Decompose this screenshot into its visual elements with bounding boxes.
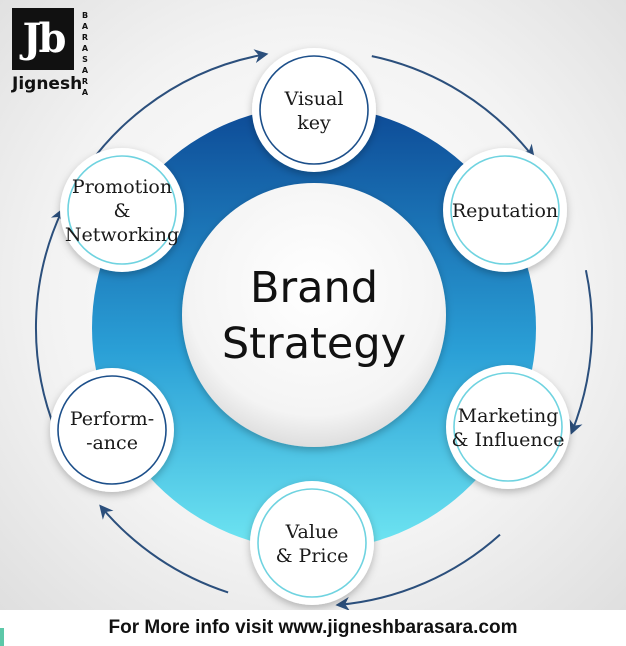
node-inner-ring (67, 155, 177, 265)
logo-side-letter: S (82, 55, 88, 64)
cycle-arrow (569, 269, 593, 435)
cycle-arrow (335, 533, 501, 611)
node-value-price: Value& Price (250, 481, 374, 605)
node-circle (252, 48, 376, 172)
node-circle (446, 365, 570, 489)
logo-side-letter: B (81, 11, 89, 20)
node-label-line: & Price (276, 545, 349, 567)
node-circle (250, 481, 374, 605)
logo-side-letter: R (81, 33, 89, 42)
logo-side-letter: A (81, 66, 89, 75)
node-inner-ring (259, 55, 369, 165)
node-label-line: Networking (65, 224, 179, 246)
cycle-arrow (34, 207, 64, 433)
cycle-arrow (99, 504, 229, 594)
center-circle (182, 183, 446, 447)
node-inner-ring (257, 488, 367, 598)
node-label-line: Perform- (70, 408, 154, 430)
node-label-line: Reputation (452, 200, 558, 222)
footer-website: For More info visit www.jigneshbarasara.… (0, 610, 626, 646)
node-circle (50, 368, 174, 492)
node-label-line: Value (285, 521, 339, 543)
logo-name: Jignesh (12, 74, 83, 94)
node-label-line: Marketing (458, 405, 559, 427)
node-label-line: -ance (86, 432, 138, 454)
cycle-arrows (34, 49, 593, 611)
center-title-line-1: Brand (250, 263, 378, 313)
node-marketing-influence: Marketing& Influence (446, 365, 570, 489)
node-reputation: Reputation (443, 148, 567, 272)
logo-side-letter: A (81, 44, 89, 53)
node-circle (443, 148, 567, 272)
node-inner-ring (450, 155, 560, 265)
node-label-line: & Influence (452, 429, 565, 451)
node-label-line: & (114, 200, 131, 222)
logo-side-letter: A (81, 22, 89, 31)
node-inner-ring (453, 372, 563, 482)
cycle-arrow (371, 55, 535, 160)
node-performance: Perform--ance (50, 368, 174, 492)
node-label-line: Promotion (72, 176, 172, 198)
node-circle (60, 148, 184, 272)
center-title-line-2: Strategy (222, 319, 406, 369)
node-label-line: Visual (284, 88, 344, 110)
logo-side-letter: R (81, 77, 89, 86)
logo-monogram: Jb (12, 8, 74, 70)
node-label-line: key (297, 112, 331, 134)
logo-side-letter: A (81, 88, 89, 97)
node-promotion-networking: Promotion&Networking (60, 148, 184, 272)
node-inner-ring (57, 375, 167, 485)
footer-accent-bar (0, 628, 4, 646)
